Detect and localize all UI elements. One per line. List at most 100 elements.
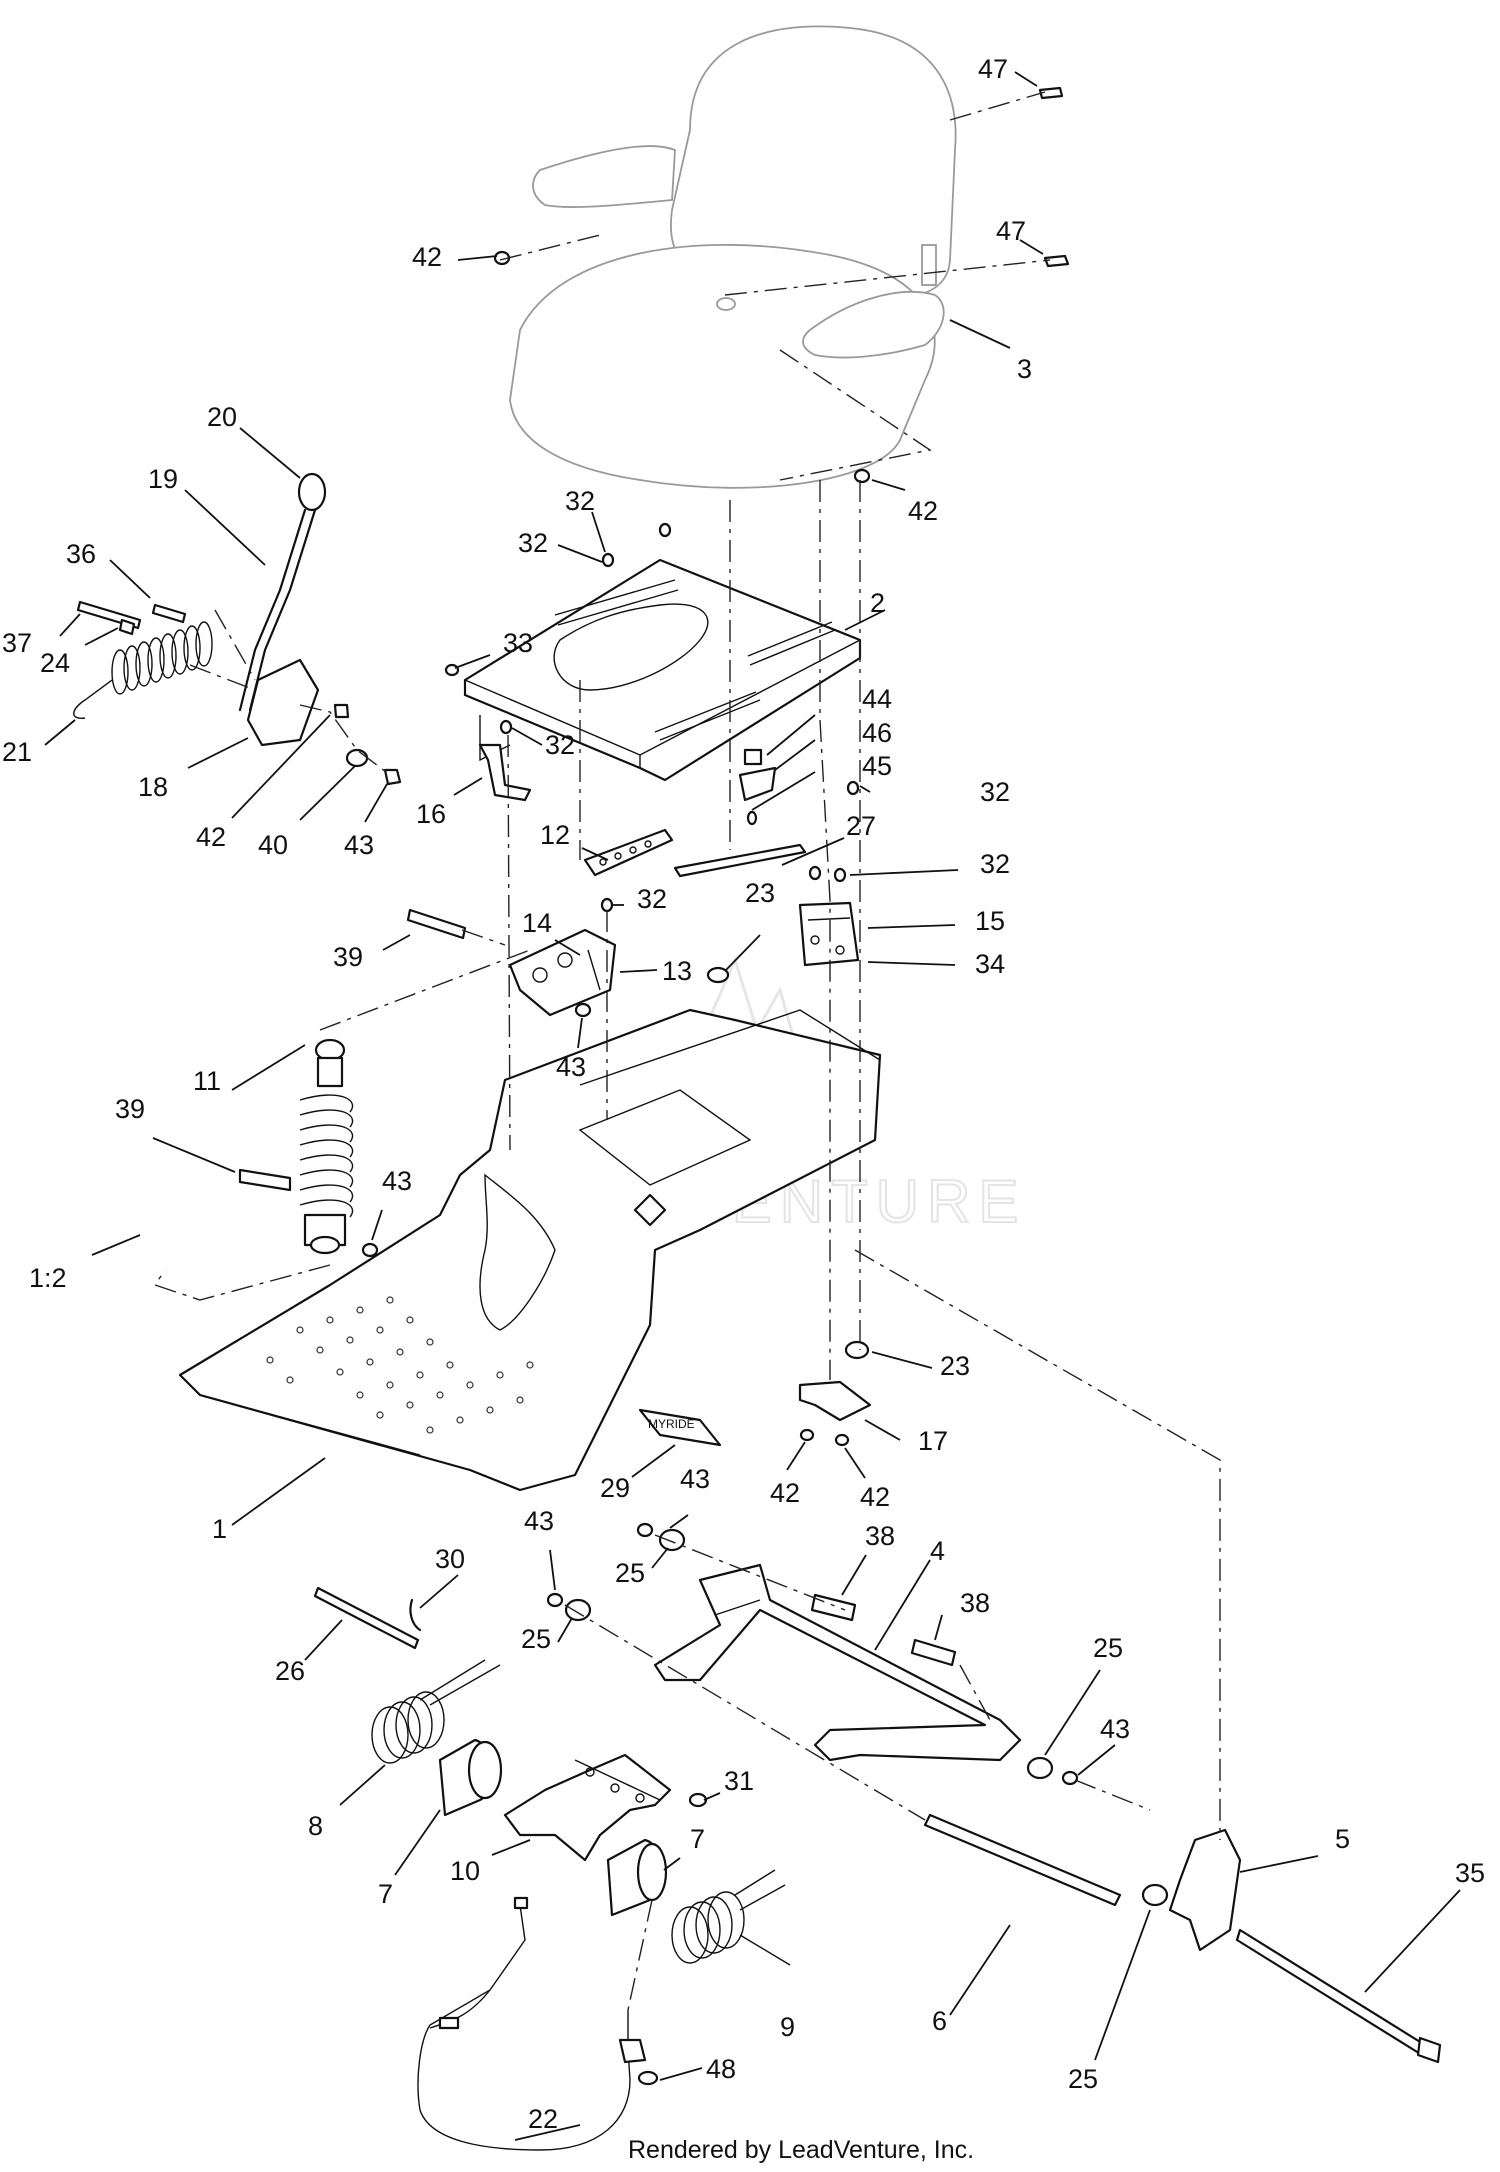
callout-22: 22 [528,2104,558,2134]
callout-45: 45 [862,751,892,781]
callout-43d: 43 [680,1464,710,1494]
switch-48 [618,2010,659,2086]
pin-39b [238,1168,292,1192]
callout-29: 29 [600,1473,630,1503]
rod-27 [673,843,807,878]
callout-25c: 25 [1093,1633,1123,1663]
seat-assembly [509,25,957,489]
bracket-10 [503,1753,672,1862]
callout-38a: 38 [865,1521,895,1551]
callout-47a: 47 [978,54,1008,84]
callout-6: 6 [932,2006,947,2036]
bracket-46 [738,766,777,802]
callout-38b: 38 [960,1588,990,1618]
callout-10: 10 [450,1856,480,1886]
callout-34: 34 [975,949,1005,979]
bracket-16 [478,743,532,802]
callout-18: 18 [138,772,168,802]
bolt-36 [151,603,187,624]
bracket-17 [798,1380,872,1422]
callout-14: 14 [522,908,552,938]
hinge-strip-12 [583,828,674,877]
seat-plate [463,558,862,782]
rod-6 [923,1813,1122,1907]
bolt-38b [910,1638,957,1667]
callout-16: 16 [416,799,446,829]
shock-absorber-11 [238,908,467,1255]
callout-32c: 32 [545,730,575,760]
washer-40 [345,748,369,768]
callout-35: 35 [1455,1858,1485,1888]
callout-17: 17 [918,1426,948,1456]
hardware [361,86,1070,1447]
callout-20: 20 [207,402,237,432]
bumper-23-top [706,966,730,984]
pin-30 [409,1598,422,1632]
hinge-bracket-13-14 [508,928,617,1017]
callout-4: 4 [930,1536,945,1566]
callout-39a: 39 [333,942,363,972]
clip-44 [743,748,763,766]
tread-holes [266,1296,534,1434]
nut-35-head [1416,2036,1442,2064]
callout-12: 12 [540,820,570,850]
callout-43f: 43 [1100,1714,1130,1744]
callout-30: 30 [435,1544,465,1574]
callout-39b: 39 [115,1094,145,1124]
callout-23a: 23 [745,878,775,908]
callout-43b: 43 [556,1052,586,1082]
bolt-38a [810,1593,857,1622]
plate-18 [246,658,320,747]
callout-33: 33 [503,628,533,658]
spacer-7a [438,1738,503,1817]
nut-43d [636,1522,654,1538]
callout-48: 48 [706,2054,736,2084]
callout-27: 27 [846,811,876,841]
lever-spring-group [73,472,402,786]
bushing-25a [658,1528,686,1552]
callout-32e: 32 [980,849,1010,879]
callout-25b: 25 [521,1624,551,1654]
callout-43e: 43 [524,1506,554,1536]
callout-42a: 42 [412,242,442,272]
wire-harness-22 [417,1896,631,2151]
callout-26: 26 [275,1656,305,1686]
platform-1 [178,1008,882,1492]
callout-42e: 42 [860,1482,890,1512]
washer-31 [688,1792,708,1808]
callout-21: 21 [2,737,32,767]
bolt-35 [1235,1928,1427,2057]
callout-43a: 43 [344,830,374,860]
bushing-24 [118,618,136,636]
callout-42d: 42 [770,1478,800,1508]
spring-8 [371,1659,501,1764]
bushing-25c [1026,1756,1054,1780]
nut-42c [333,703,350,719]
nut-43f [1061,1770,1079,1786]
decal-29: MYRIDE [638,1408,722,1447]
callout-40: 40 [258,830,288,860]
pin-39a [406,908,467,940]
callout-23b: 23 [940,1351,970,1381]
callout-7b: 7 [690,1824,705,1854]
decal-text: MYRIDE [648,1417,695,1431]
callout-13: 13 [662,956,692,986]
bracket-5 [1168,1828,1242,1952]
leader-lines [44,71,1461,2141]
bushing-25d [1141,1883,1169,1907]
spring-21 [73,621,213,719]
callout-2: 2 [870,588,885,618]
callout-labels: 47 47 42 3 42 20 19 36 37 24 21 18 42 40… [2,54,1485,2134]
bracket-15-34 [798,901,860,967]
spring-9 [671,1869,791,1966]
callout-8: 8 [308,1811,323,1841]
callout-1: 1 [212,1514,227,1544]
callout-37: 37 [2,628,32,658]
callout-32a: 32 [565,486,595,516]
centerlines [153,91,1221,2011]
callout-43c: 43 [382,1166,412,1196]
callout-44: 44 [862,684,892,714]
callout-25d: 25 [1068,2064,1098,2094]
spacer-7b [606,1838,668,1917]
